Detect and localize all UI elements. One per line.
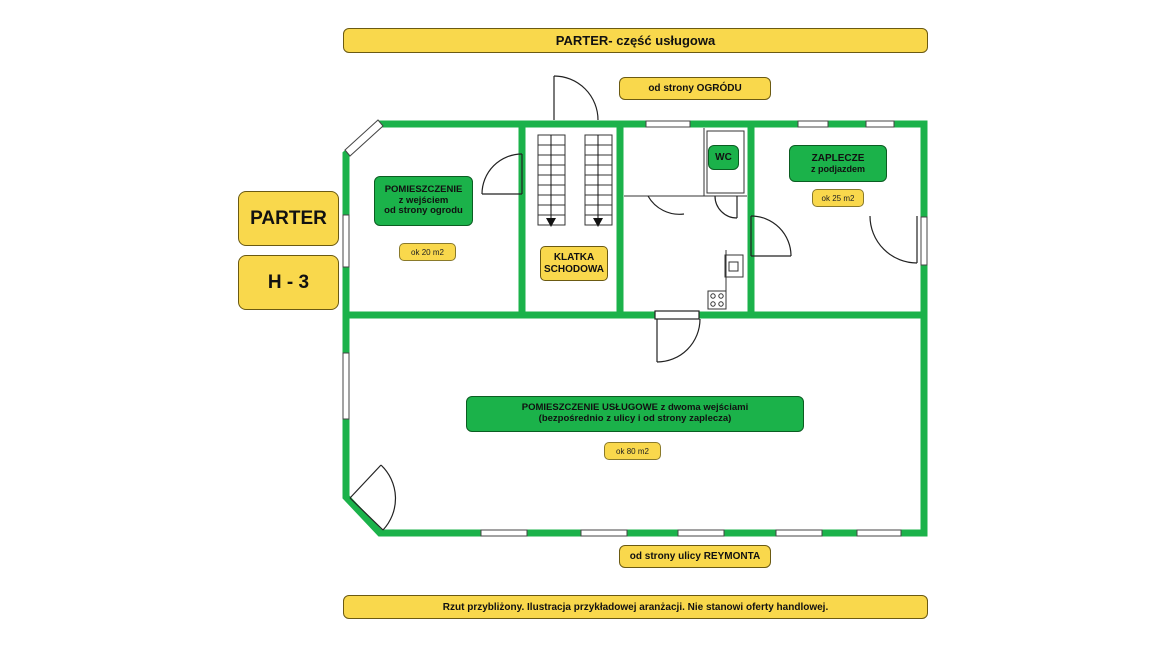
staircase-title: KLATKA (553, 252, 595, 263)
backroom-label: ZAPLECZE z podjazdem (789, 145, 887, 182)
unit-badge: H - 3 (238, 255, 339, 310)
level-badge: PARTER (238, 191, 339, 246)
staircase-subtitle: SCHODOWA (544, 263, 604, 275)
garden-room-label: POMIESZCZENIE z wejściem od strony ogrod… (374, 176, 473, 226)
service-room-area: ok 80 m2 (604, 442, 661, 460)
service-room-title: POMIESZCZENIE USŁUGOWE z dwoma wejściami (521, 402, 749, 414)
garden-room-subtitle: z wejściem (398, 194, 449, 206)
walls (342, 120, 928, 537)
kitchenette (707, 250, 744, 310)
service-room-subtitle: (bezpośrednio z ulicy i od strony zaplec… (538, 413, 732, 424)
staircase-label: KLATKA SCHODOWA (540, 246, 608, 281)
wc-label: WC (708, 145, 739, 170)
backroom-subtitle: z podjazdem (810, 164, 865, 175)
interior-partitions (624, 128, 747, 197)
doors (349, 75, 918, 531)
plan-title: PARTER- część usługowa (343, 28, 928, 53)
orientation-street-label: od strony ulicy REYMONTA (619, 545, 771, 568)
garden-room-title: POMIESZCZENIE (384, 183, 463, 195)
service-room-label: POMIESZCZENIE USŁUGOWE z dwoma wejściami… (466, 396, 804, 432)
garden-room-subtitle-2: od strony ogrodu (384, 205, 463, 217)
stair-arrows (546, 218, 603, 227)
backroom-title: ZAPLECZE (811, 152, 865, 164)
orientation-garden-label: od strony OGRÓDU (619, 77, 771, 100)
garden-room-area: ok 20 m2 (399, 243, 456, 261)
backroom-area: ok 25 m2 (812, 189, 864, 207)
disclaimer-note: Rzut przybliżony. Ilustracja przykładowe… (343, 595, 928, 619)
stairs (537, 134, 613, 226)
windows (342, 119, 928, 537)
